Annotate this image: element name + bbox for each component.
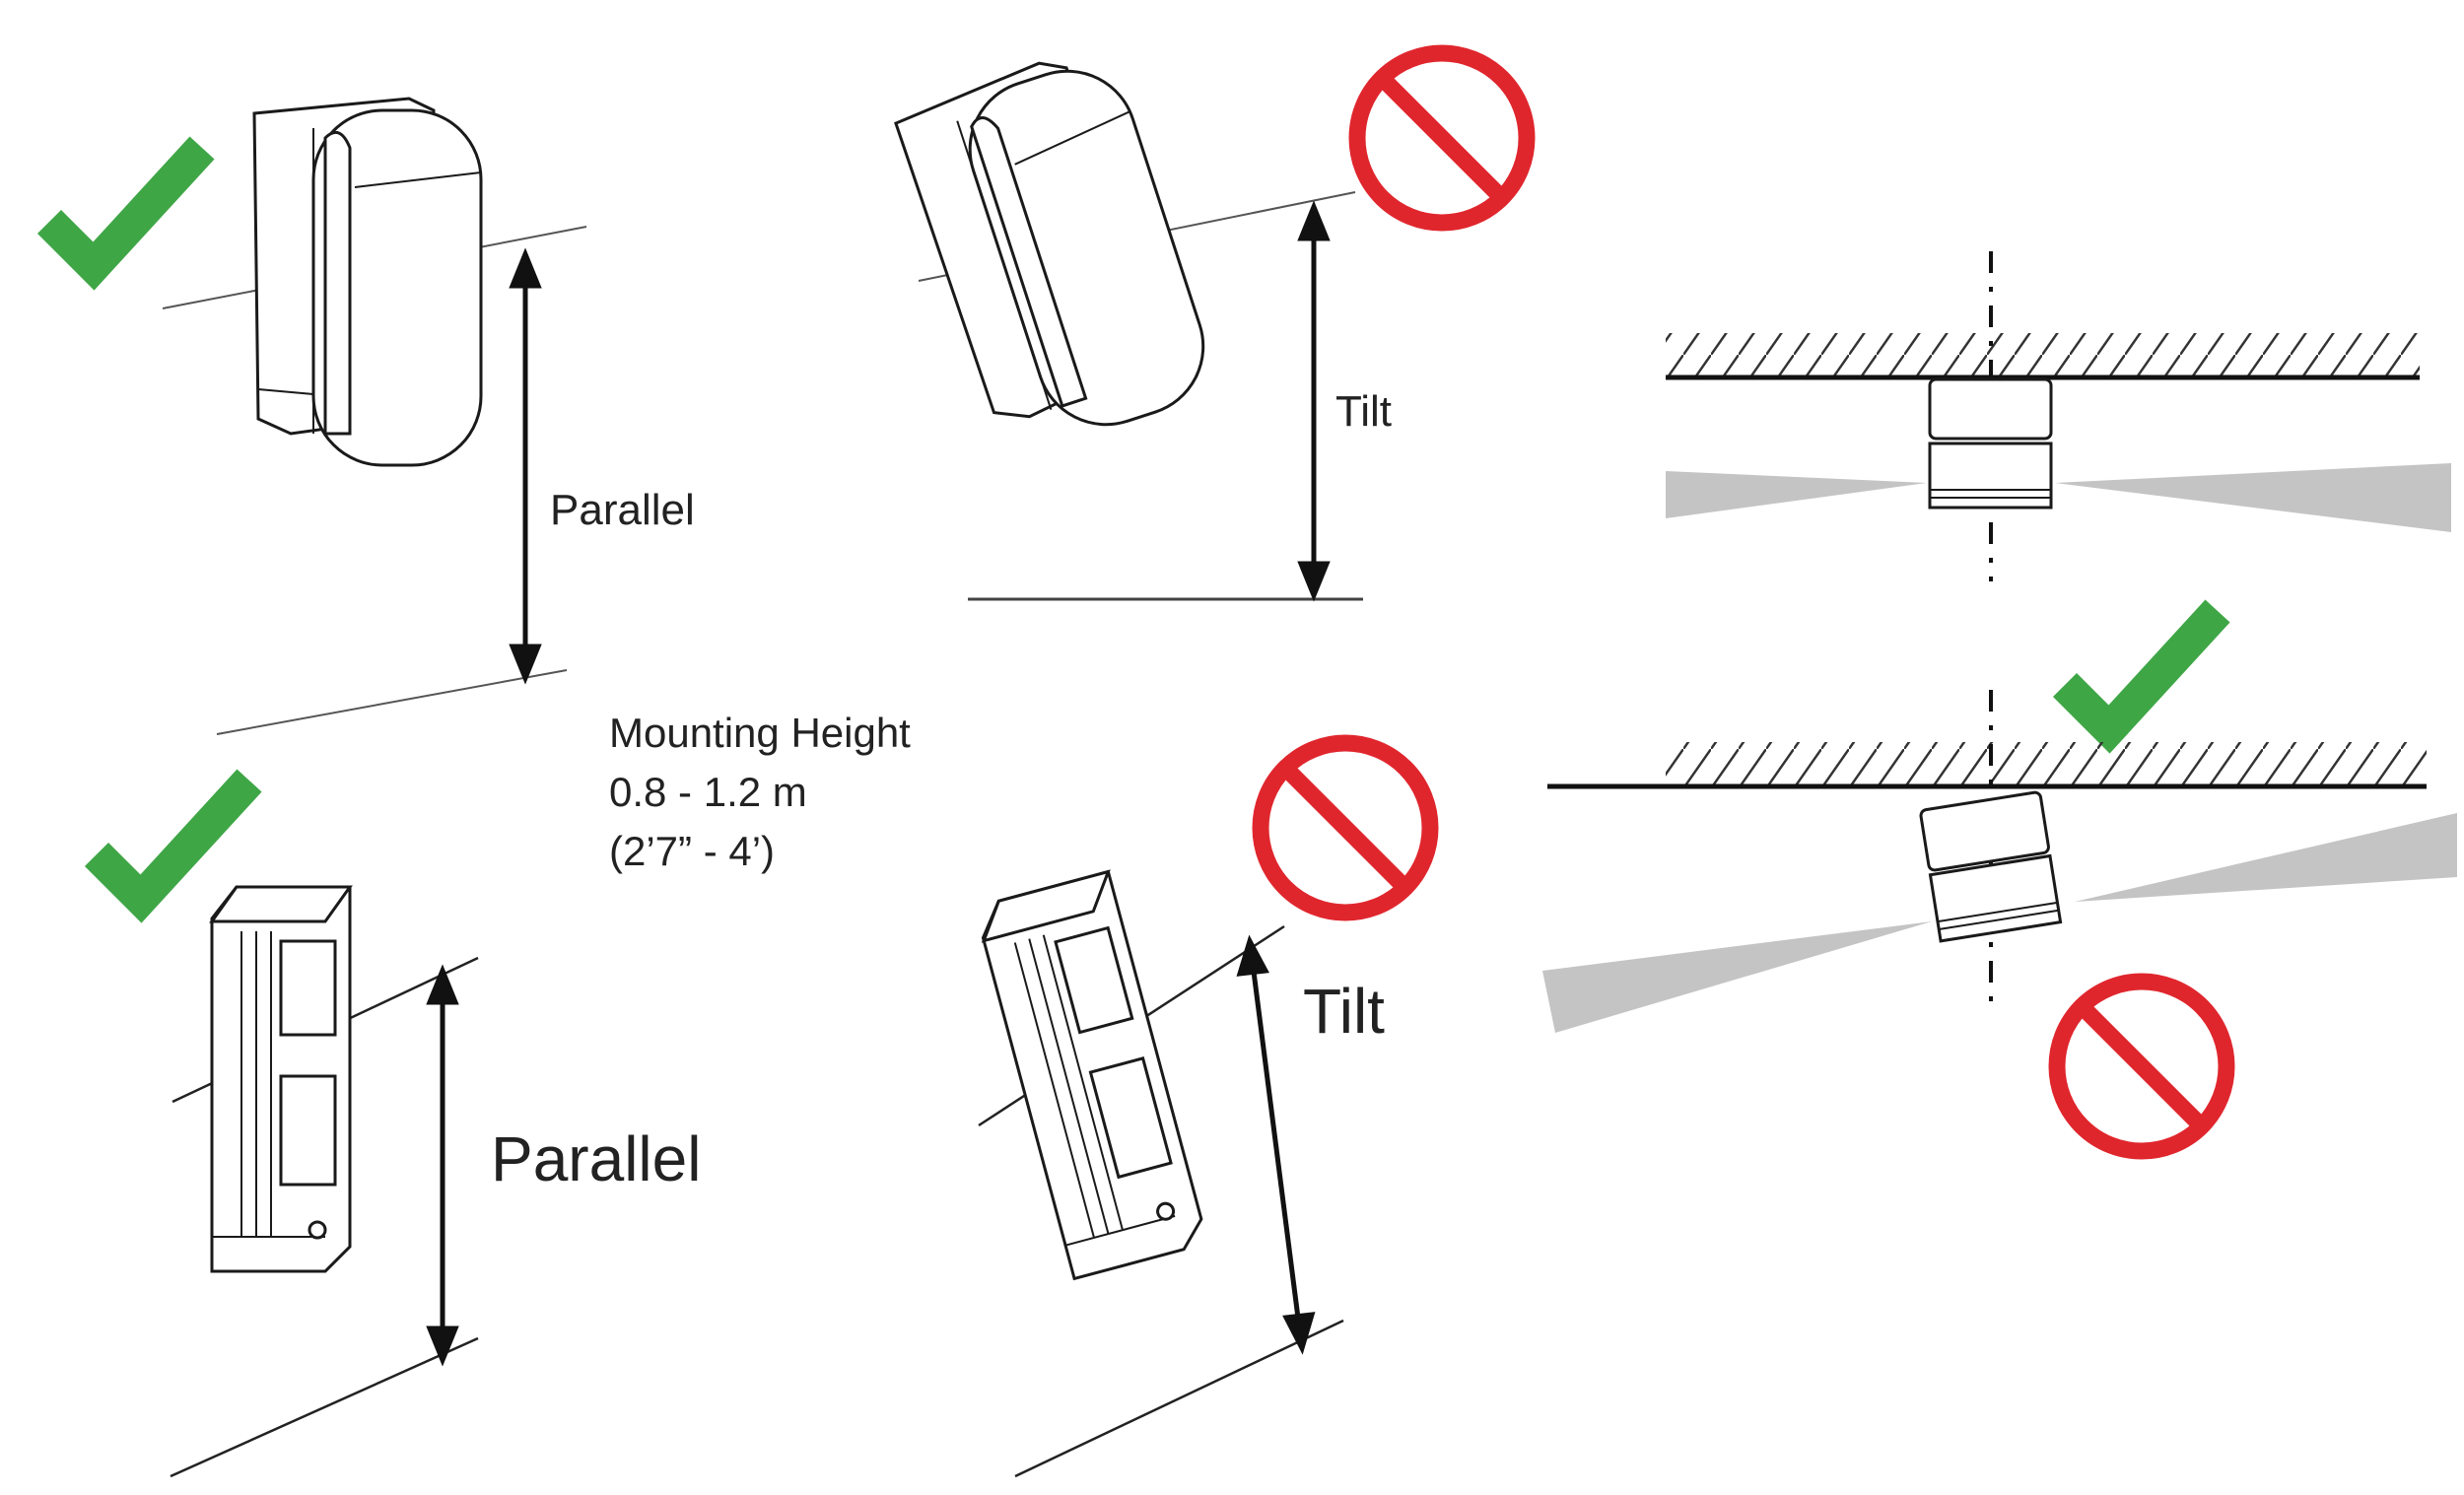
check-mark-icon: [97, 781, 249, 899]
beam-sensor-upright: [209, 885, 353, 1273]
wall-sensor-tilted: [894, 61, 1205, 427]
prohibited-icon: [2057, 982, 2226, 1151]
height-arrow: [509, 247, 542, 685]
mounting-height-metric: 0.8 - 1.2 m: [609, 769, 807, 815]
check-mark-icon: [2065, 611, 2218, 729]
detection-beam: [1666, 471, 1927, 518]
mounting-height-imperial: (2’7” - 4’): [609, 828, 775, 874]
tilt-label: Tilt: [1303, 976, 1385, 1047]
height-arrow: [426, 964, 459, 1367]
panel-parallel-bottom: Parallel: [97, 781, 701, 1478]
wall-sensor-upright: [252, 97, 483, 467]
mounting-height-note: Mounting Height 0.8 - 1.2 m (2’7” - 4’): [609, 710, 911, 874]
parallel-label: Parallel: [491, 1123, 701, 1194]
panel-ceiling-tilted: [1542, 690, 2457, 1151]
panel-tilt-bottom: Tilt: [978, 743, 1430, 1478]
panel-parallel-top: Parallel: [49, 97, 695, 735]
tilt-label: Tilt: [1335, 387, 1392, 436]
ceiling-sensor-level: [1928, 377, 2053, 510]
panel-ceiling-level: [1666, 251, 2451, 729]
mounting-height-title: Mounting Height: [609, 710, 911, 756]
detection-beam: [2075, 813, 2457, 902]
prohibited-icon: [1357, 53, 1527, 223]
prohibited-icon: [1261, 743, 1430, 913]
beam-sensor-tilted: [981, 869, 1203, 1281]
tilt-arrow: [1297, 200, 1331, 602]
panel-tilt-top: Tilt: [894, 41, 1527, 602]
parallel-label: Parallel: [550, 486, 695, 534]
detection-beam: [2055, 463, 2451, 532]
detection-beam: [1542, 921, 1932, 1033]
check-mark-icon: [49, 148, 202, 266]
tilt-arrow: [1236, 934, 1316, 1355]
ceiling-sensor-tilted: [1919, 790, 2063, 943]
